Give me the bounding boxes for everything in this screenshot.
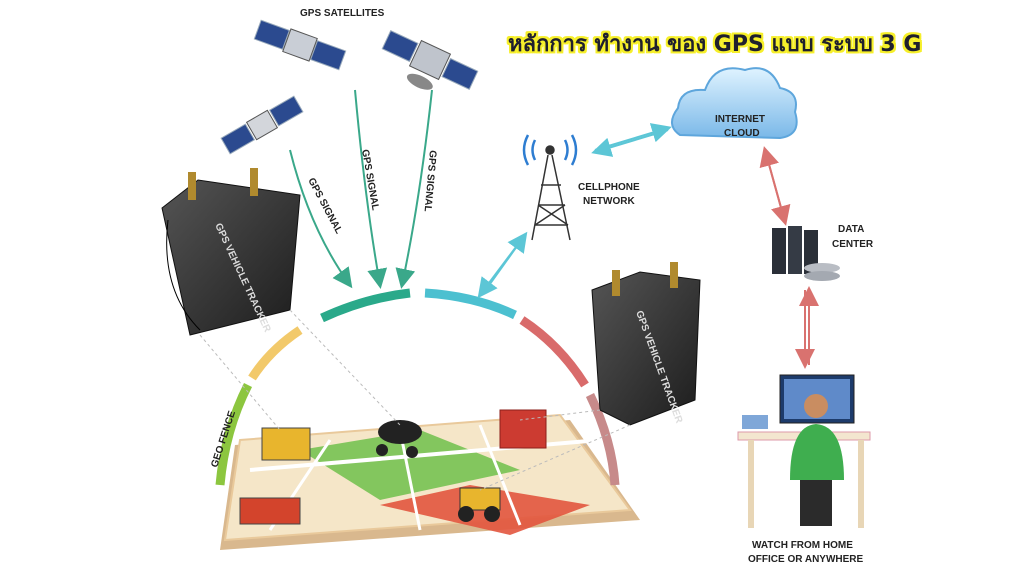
internet-cloud-label-1: INTERNET: [715, 114, 765, 125]
data-center-label-2: CENTER: [832, 239, 874, 250]
internet-cloud-label-2: CLOUD: [724, 128, 760, 139]
projection-lines: [199, 309, 631, 491]
watch-label-2: OFFICE OR ANYWHERE: [748, 554, 864, 565]
cloud-icon: [671, 67, 798, 140]
network-arrows: [477, 123, 672, 299]
data-center-label-1: DATA: [838, 224, 864, 235]
cellphone-label-1: CELLPHONE: [578, 182, 640, 193]
gps-signal-label-3: GPS SIGNAL: [422, 150, 438, 212]
map-icon: [220, 409, 640, 550]
diagram-title: หลักการ ทำงาน ของ GPS แบบ ระบบ 3 G: [508, 32, 922, 57]
server-arrows: [759, 146, 819, 369]
cellphone-label-2: NETWORK: [583, 196, 635, 207]
gps-tracker-icon: [161, 168, 301, 336]
cell-tower-icon: [522, 134, 578, 241]
person-at-desk-icon: [737, 374, 871, 528]
gps-signal-label-2: GPS SIGNAL: [359, 149, 381, 212]
gps-signal-arrows: [289, 89, 433, 289]
server-icon: [772, 226, 840, 281]
gps-satellites-label: GPS SATELLITES: [300, 8, 385, 19]
gps-signal-label-1: GPS SIGNAL: [305, 176, 344, 236]
satellite-icon: [220, 19, 479, 155]
coverage-arc: [215, 288, 620, 486]
watch-label-1: WATCH FROM HOME: [752, 540, 853, 551]
